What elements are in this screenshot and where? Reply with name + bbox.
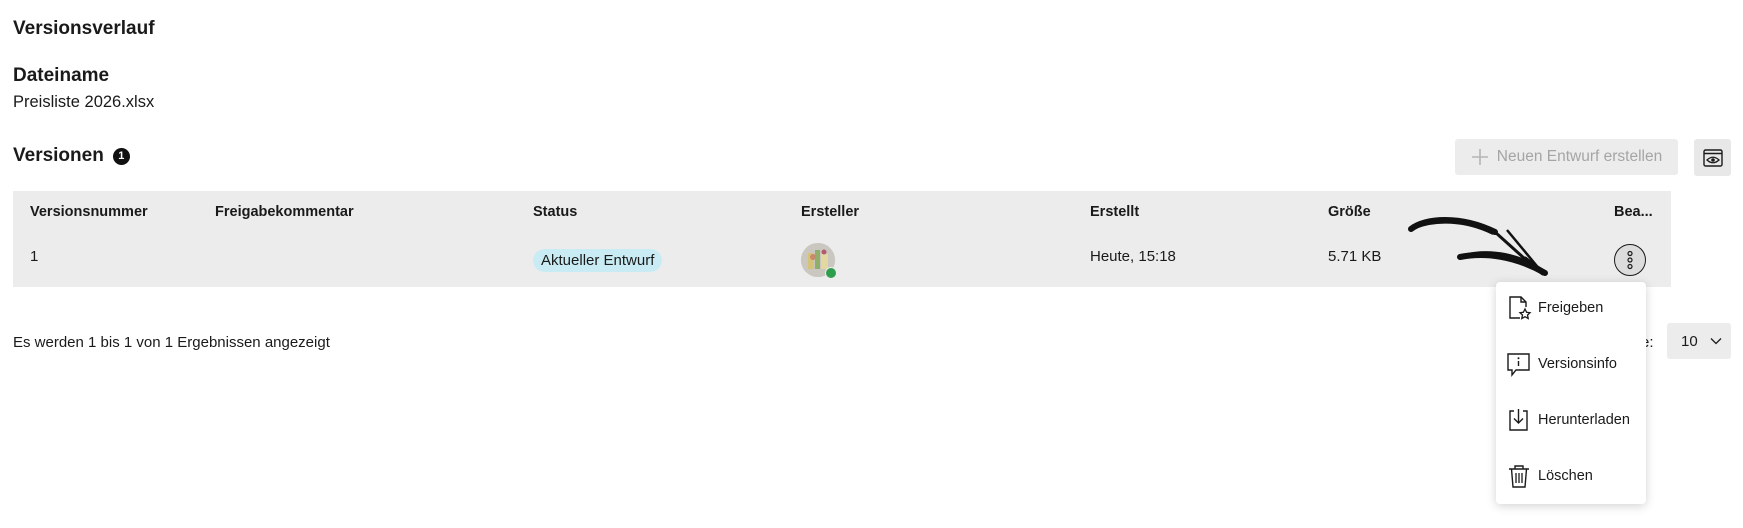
column-header-size[interactable]: Größe [1328, 204, 1371, 220]
menu-item-herunterladen[interactable]: Herunterladen [1506, 402, 1646, 438]
hand-drawn-arrow-annotation [1408, 217, 1548, 276]
menu-item-loeschen[interactable]: Löschen [1506, 458, 1646, 494]
row-actions-menu: Freigeben Versionsinfo Herunterladen Lös… [1496, 282, 1646, 504]
column-header-creator[interactable]: Ersteller [801, 204, 860, 220]
size-cell: 5.71 KB [1328, 248, 1382, 265]
menu-item-label: Freigeben [1538, 300, 1604, 316]
avatar[interactable] [801, 243, 837, 279]
file-name-value: Preisliste 2026.xlsx [13, 93, 155, 111]
version-number-cell: 1 [30, 248, 39, 265]
chevron-down-icon [1710, 338, 1722, 345]
versions-heading: Versionen 1 [13, 145, 130, 167]
menu-item-label: Löschen [1538, 468, 1593, 484]
menu-item-versionsinfo[interactable]: Versionsinfo [1506, 346, 1646, 382]
eye-in-window-icon [1702, 148, 1723, 167]
versions-count-badge: 1 [112, 147, 130, 165]
document-star-icon [1509, 296, 1532, 320]
menu-item-label: Herunterladen [1538, 412, 1630, 428]
plus-icon [1471, 149, 1488, 165]
column-header-created[interactable]: Erstellt [1090, 204, 1140, 220]
status-badge: Aktueller Entwurf [533, 249, 663, 272]
created-cell: Heute, 15:18 [1090, 248, 1176, 265]
new-draft-button[interactable]: Neuen Entwurf erstellen [1455, 139, 1678, 175]
page-size-value: 10 [1681, 332, 1698, 350]
column-header-version[interactable]: Versionsnummer [30, 204, 148, 220]
versions-table: Versionsnummer Freigabekommentar Status … [13, 191, 1671, 287]
page-size-select[interactable]: 10 [1667, 323, 1731, 359]
info-bubble-icon [1507, 353, 1530, 377]
row-actions-button[interactable] [1614, 244, 1646, 276]
download-icon [1509, 409, 1528, 431]
trash-icon [1509, 465, 1529, 488]
menu-item-freigeben[interactable]: Freigeben [1506, 290, 1646, 326]
menu-item-label: Versionsinfo [1538, 356, 1617, 372]
column-header-status[interactable]: Status [533, 204, 578, 220]
column-header-actions: Bea... [1614, 204, 1653, 220]
file-name-label: Dateiname [13, 65, 110, 86]
column-header-comment[interactable]: Freigabekommentar [215, 204, 354, 220]
results-summary: Es werden 1 bis 1 von 1 Ergebnissen ange… [13, 334, 330, 351]
preview-toggle-button[interactable] [1694, 139, 1731, 176]
vertical-dots-icon [1627, 250, 1633, 270]
page-title: Versionsverlauf [13, 18, 155, 39]
new-draft-button-label: Neuen Entwurf erstellen [1496, 148, 1663, 165]
versions-heading-label: Versionen [13, 145, 104, 166]
online-status-dot [825, 267, 837, 279]
